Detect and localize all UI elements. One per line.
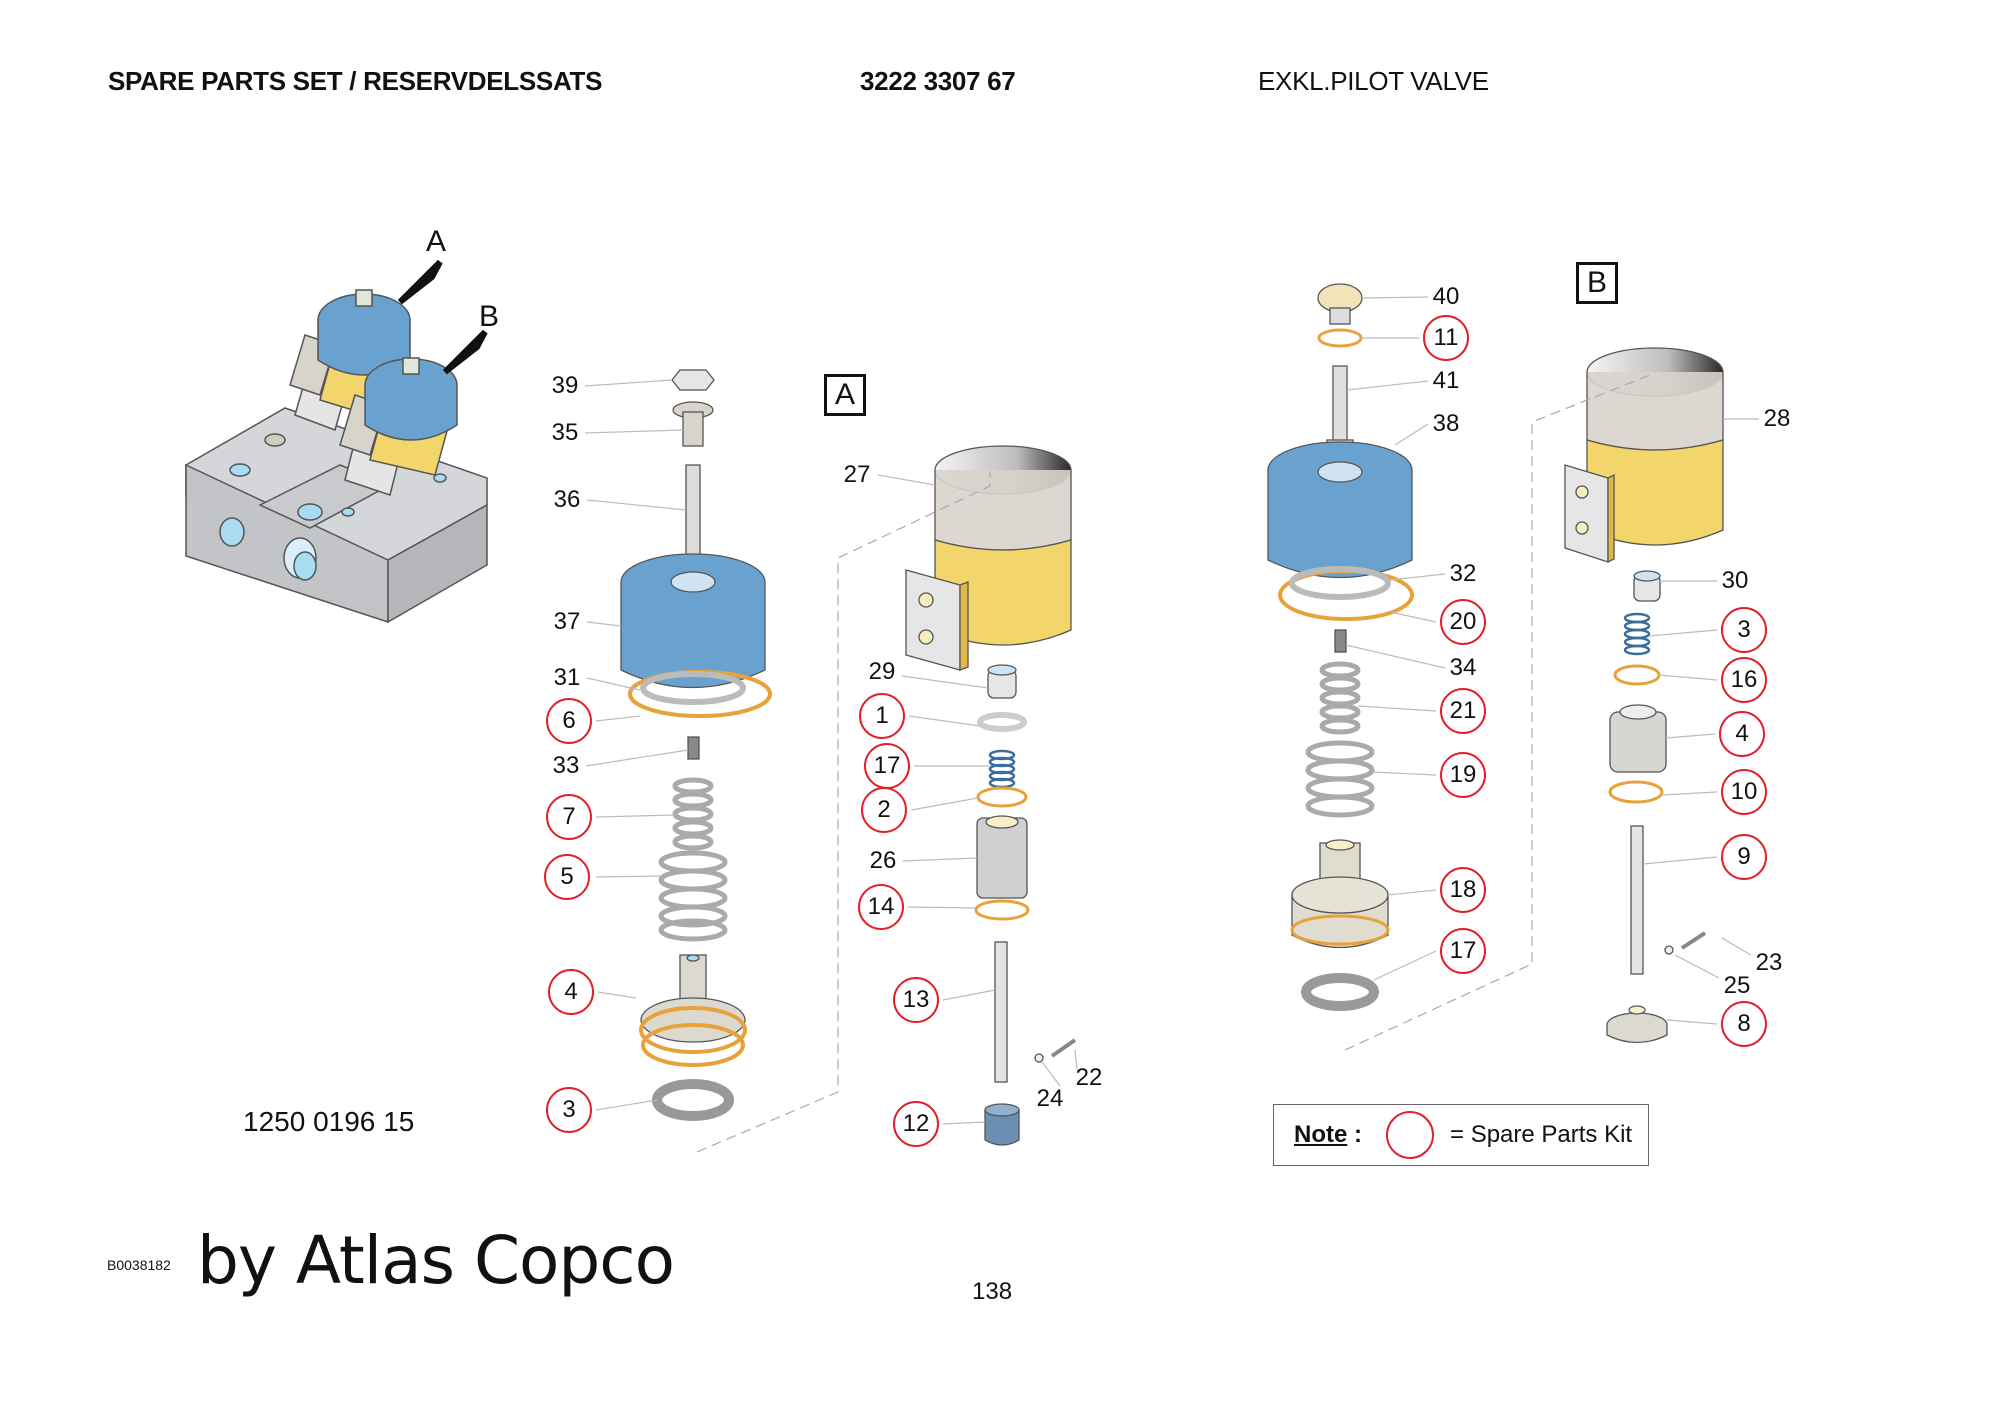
part-label: 27 [843, 461, 871, 488]
assembly-guide-lines [696, 374, 1651, 1153]
document-title: SPARE PARTS SET / RESERVDELSSATS [108, 66, 603, 96]
leader-lines [584, 296, 1759, 1125]
kit-part-label: 1 [859, 693, 905, 739]
kit-part-label: 2 [861, 787, 907, 833]
valve-block-overview [185, 289, 488, 624]
part-label: 24 [1036, 1085, 1064, 1112]
pointer-b [442, 329, 488, 375]
kit-part-label: 17 [864, 743, 910, 789]
kit-part-label: 13 [893, 977, 939, 1023]
part-label: 22 [1075, 1064, 1103, 1091]
image-code: B0038182 [107, 1257, 171, 1273]
section-a-label: A [824, 374, 866, 416]
brand-watermark: by Atlas Copco [197, 1222, 675, 1299]
kit-part-label: 12 [893, 1101, 939, 1147]
part-label: 41 [1432, 367, 1460, 394]
legend-text: = Spare Parts Kit [1450, 1121, 1633, 1148]
overview-marker-a: A [425, 225, 447, 258]
column-a-right-parts [905, 445, 1077, 1146]
kit-part-label: 9 [1721, 834, 1767, 880]
kit-part-label: 18 [1440, 867, 1486, 913]
description: EXKL.PILOT VALVE [1258, 66, 1489, 96]
drawing-number: 1250 0196 15 [243, 1106, 415, 1137]
kit-part-label: 19 [1440, 752, 1486, 798]
part-label: 31 [553, 664, 581, 691]
part-label: 26 [869, 847, 897, 874]
kit-part-label: 3 [1721, 607, 1767, 653]
kit-part-label: 7 [546, 794, 592, 840]
part-label: 34 [1449, 654, 1477, 681]
kit-part-label: 10 [1721, 769, 1767, 815]
kit-part-label: 21 [1440, 688, 1486, 734]
page-number: 138 [972, 1278, 1013, 1305]
part-number: 3222 3307 67 [860, 66, 1016, 96]
part-label: 40 [1432, 283, 1460, 310]
section-b-label: B [1576, 262, 1618, 304]
part-label: 25 [1723, 972, 1751, 999]
part-label: 23 [1755, 949, 1783, 976]
part-label: 35 [551, 419, 579, 446]
kit-part-label: 3 [546, 1087, 592, 1133]
kit-part-label: 6 [546, 698, 592, 744]
kit-part-label: 20 [1440, 599, 1486, 645]
column-a-left-parts [620, 369, 772, 1121]
kit-part-label: 8 [1721, 1001, 1767, 1047]
part-label: 38 [1432, 410, 1460, 437]
kit-part-label: 11 [1423, 315, 1469, 361]
part-label: 30 [1721, 567, 1749, 594]
part-label: 32 [1449, 560, 1477, 587]
kit-part-label: 4 [548, 969, 594, 1015]
kit-circle-icon [1386, 1111, 1435, 1159]
note-label: Note : [1294, 1121, 1363, 1148]
column-b-right-parts [1564, 347, 1724, 1044]
part-label: 39 [551, 372, 579, 399]
pointer-a [397, 259, 443, 305]
spare-parts-kit-legend: Note : = Spare Parts Kit [1273, 1104, 1649, 1166]
part-label: 29 [868, 658, 896, 685]
kit-part-label: 5 [544, 854, 590, 900]
kit-part-label: 4 [1719, 711, 1765, 757]
kit-part-label: 16 [1721, 657, 1767, 703]
part-label: 33 [552, 752, 580, 779]
column-b-left-parts [1267, 283, 1414, 1011]
overview-marker-b: B [478, 300, 500, 333]
kit-part-label: 14 [858, 884, 904, 930]
part-label: 36 [553, 486, 581, 513]
part-label: 37 [553, 608, 581, 635]
part-label: 28 [1763, 405, 1791, 432]
kit-part-label: 17 [1440, 928, 1486, 974]
